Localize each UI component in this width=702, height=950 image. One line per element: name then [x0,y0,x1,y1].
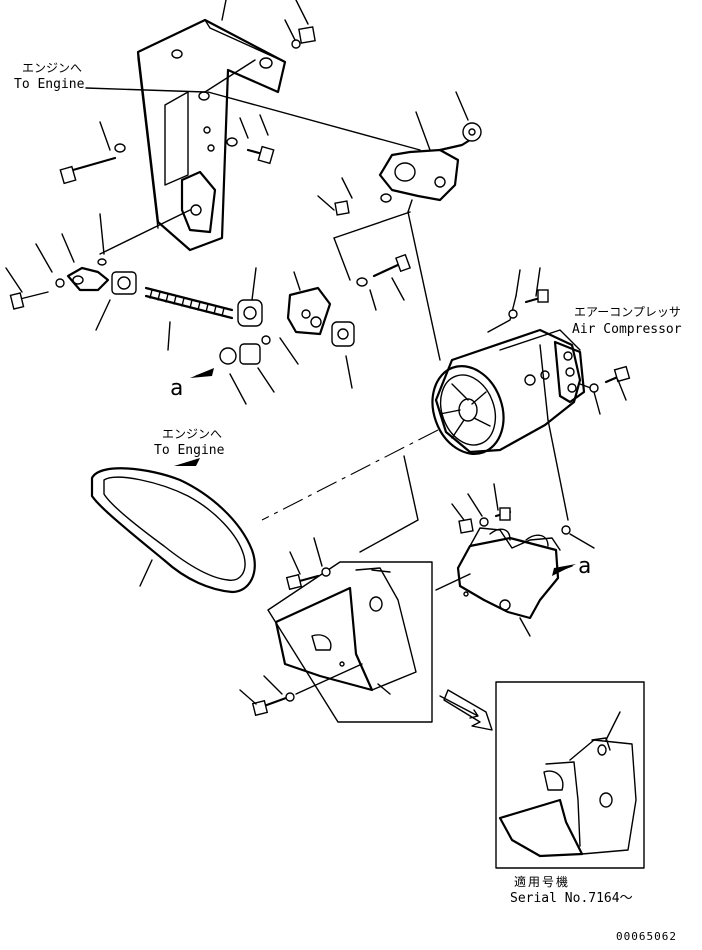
v-belt [90,467,256,594]
bolt-right-upper [226,114,275,165]
upper-bracket [136,18,287,252]
air-compressor [431,267,631,455]
serial-jp-label: 適用号機 [514,875,571,889]
to-engine-belt-jp-label: エンジンへ [162,427,223,441]
to-engine-top-jp-label: エンジンへ [22,61,83,75]
lower-bracket-right [435,419,595,637]
reference-a-right: a [578,554,592,579]
detail-arrow [439,689,493,731]
reference-a-left: a [170,376,184,401]
adjust-rod [5,209,411,405]
drawing-number: 00065062 [616,930,677,943]
tensioner-arm [317,91,482,216]
serial-en-label: Serial No.7164～ [510,891,633,906]
air-compressor-en-label: Air Compressor [572,322,682,337]
detail-inset [495,681,645,869]
air-compressor-jp-label: エアーコンプレッサ [574,305,681,319]
to-engine-belt-en-label: To Engine [154,443,225,458]
nut-top [291,26,316,49]
lower-bracket-left [239,455,433,723]
to-engine-top-en-label: To Engine [14,77,85,92]
bolt-left-upper [59,143,126,185]
